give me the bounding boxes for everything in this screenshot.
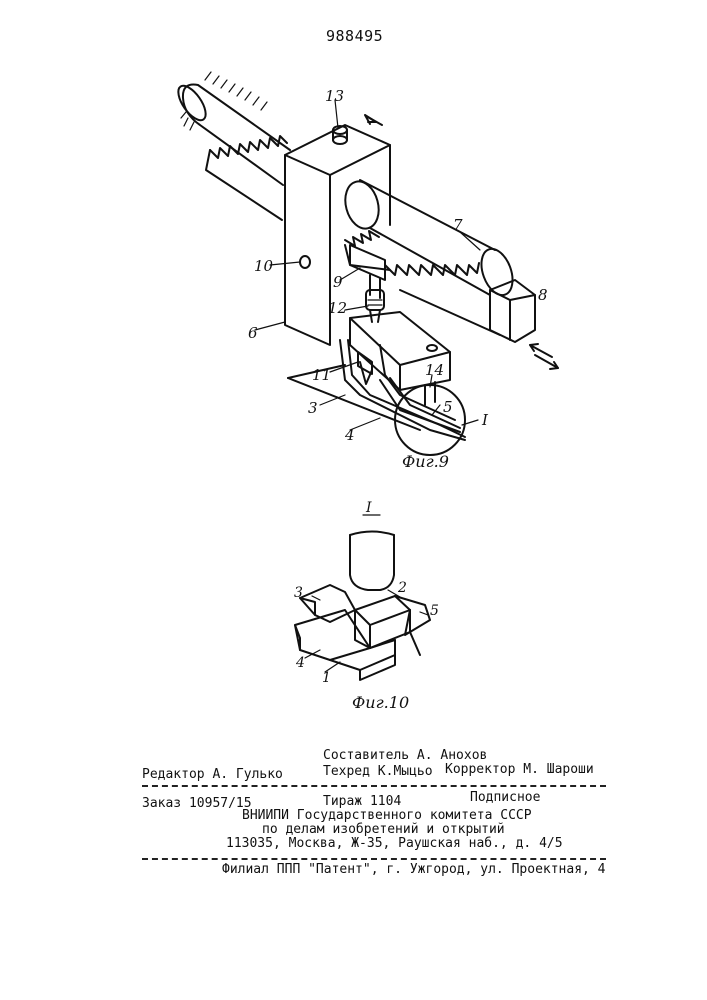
detail-title: I [365, 500, 372, 516]
detail-view [295, 532, 430, 681]
spindle [350, 245, 385, 322]
separator-top [142, 785, 606, 787]
subscription: Подписное [470, 790, 540, 805]
figure9-caption: Фиг.9 [402, 452, 449, 471]
org-line-1: ВНИИПИ Государственного комитета СССР [242, 808, 532, 823]
end-stop [490, 280, 535, 342]
label-3: 3 [308, 399, 318, 417]
label-8: 8 [538, 286, 548, 304]
technical-drawing: 13 10 7 9 8 12 6 11 14 5 3 4 I I [0, 0, 707, 720]
compiler: Составитель А. Анохов [323, 748, 487, 763]
separator-bottom [142, 858, 606, 860]
label-5: 5 [443, 398, 453, 416]
branch: Филиал ППП "Патент", г. Ужгород, ул. Про… [222, 862, 606, 877]
order: Заказ 10957/15 [142, 796, 252, 811]
techred: Техред К.Мыцьо [323, 764, 433, 779]
detail-label-2: 2 [397, 580, 407, 596]
detail-label-1: 1 [322, 670, 331, 686]
editor: Редактор А. Гулько [142, 767, 283, 782]
label-7: 7 [453, 216, 463, 234]
address: 113035, Москва, Ж-35, Раушская наб., д. … [226, 836, 563, 851]
label-9: 9 [333, 273, 343, 291]
label-13: 13 [325, 87, 344, 105]
label-10: 10 [254, 257, 274, 275]
label-11: 11 [312, 366, 331, 384]
rear-guide-rod [173, 72, 290, 185]
label-14: 14 [425, 361, 444, 379]
label-12: 12 [328, 299, 347, 317]
detail-label-4: 4 [295, 655, 305, 671]
label-4: 4 [344, 426, 355, 444]
org-line-2: по делам изобретений и открытий [262, 822, 505, 837]
circulation: Тираж 1104 [323, 794, 401, 809]
label-6: 6 [248, 324, 258, 342]
detail-label-3: 3 [294, 585, 303, 601]
label-I: I [481, 411, 489, 429]
figure10-caption: Фиг.10 [352, 693, 409, 712]
detail-label-5: 5 [430, 603, 439, 619]
corrector: Корректор М. Шароши [445, 762, 594, 777]
